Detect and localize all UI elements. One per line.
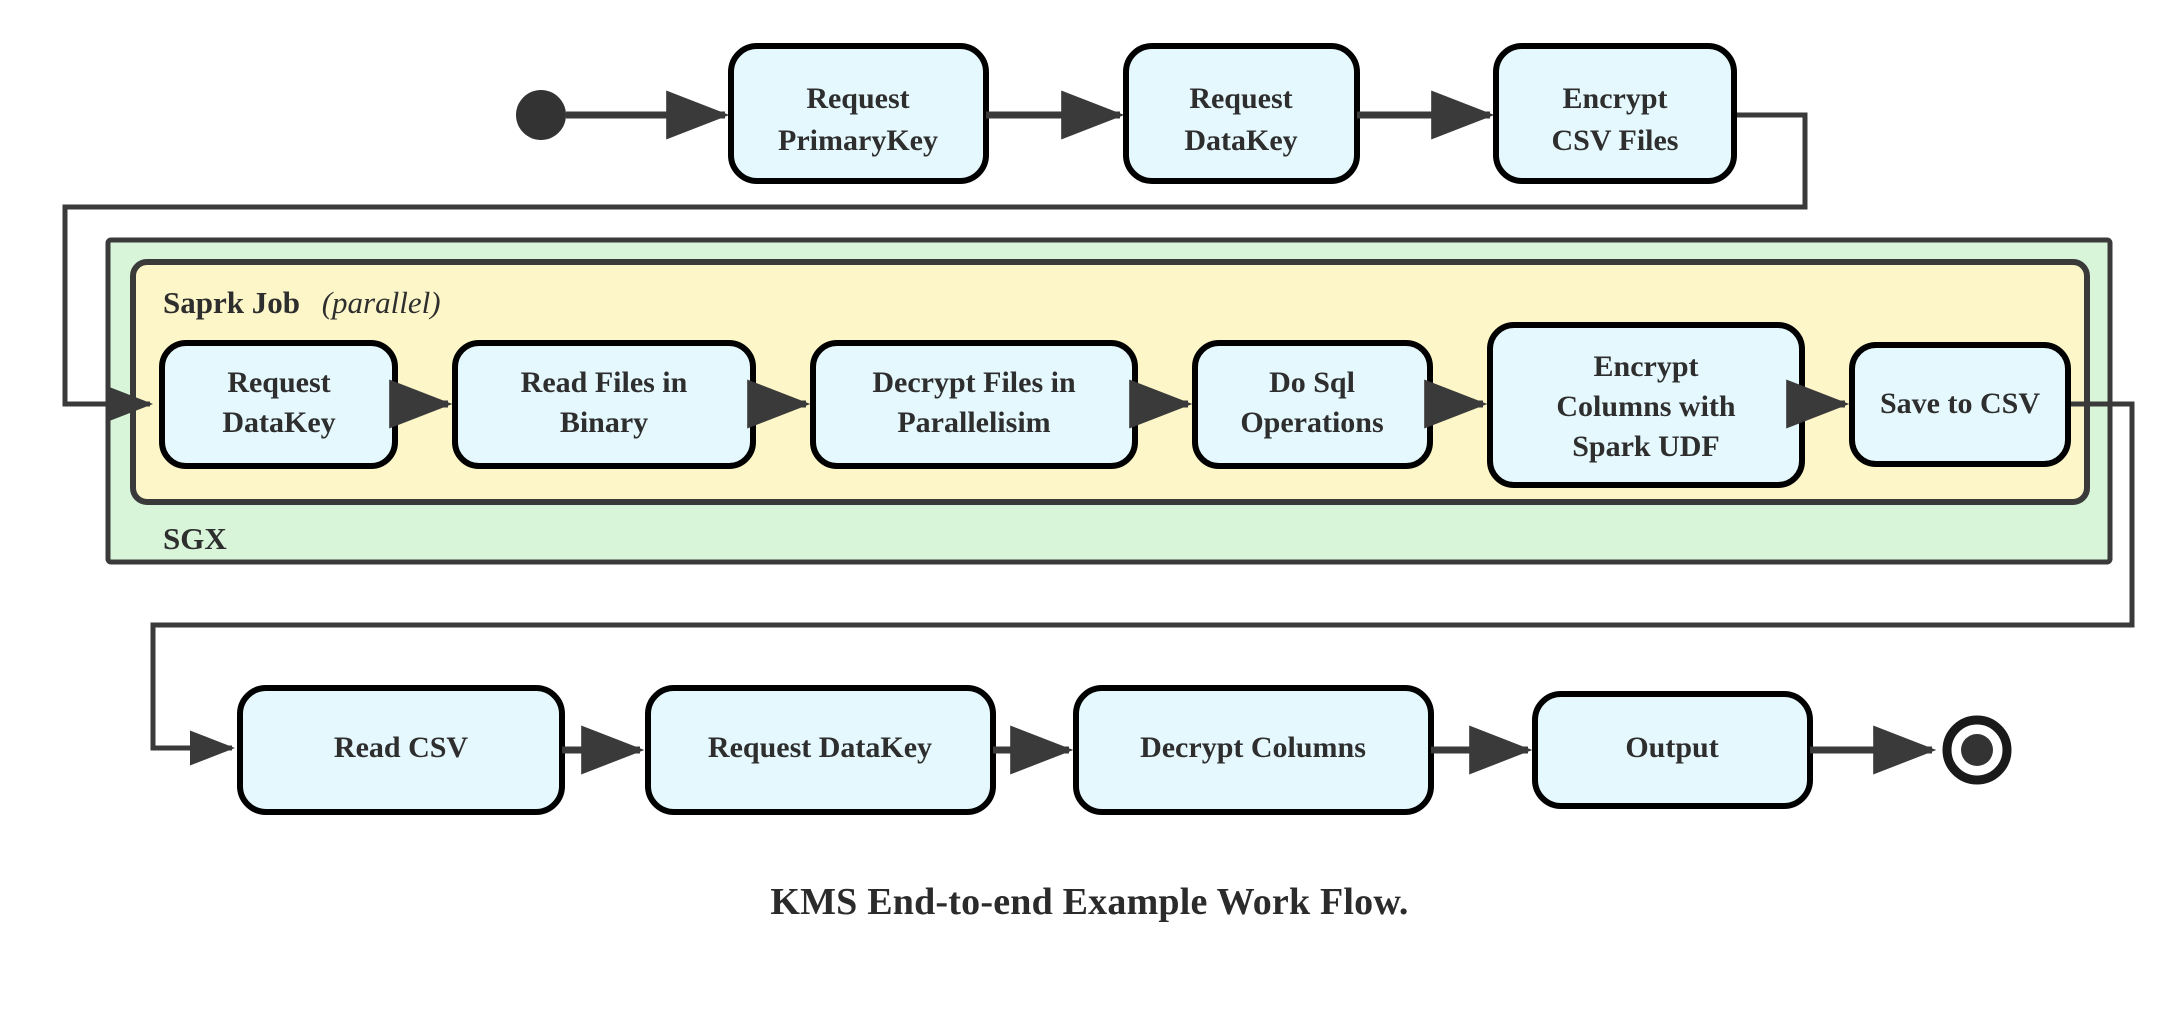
end-node-dot (1961, 734, 1993, 766)
node-request-primarykey-line-0: Request (806, 82, 909, 115)
node-decrypt-files-in-parallelisim-line-0: Decrypt Files in (872, 366, 1076, 399)
node-read-files-in-binary-line-0: Read Files in (521, 366, 688, 399)
node-read-files-in-binary[interactable] (452, 340, 756, 469)
node-decrypt-files-in-parallelisim-line-1: Parallelisim (897, 406, 1050, 439)
sgx-label: SGX (163, 521, 227, 556)
node-request-datakey-spark-line-0: Request (227, 366, 330, 399)
node-request-primarykey-line-1: PrimaryKey (778, 124, 938, 157)
node-encrypt-columns-with-spark-udf-line-2: Spark UDF (1572, 430, 1720, 463)
node-decrypt-columns-line-0: Decrypt Columns (1140, 731, 1366, 764)
start-node (516, 90, 566, 140)
node-encrypt-csv-files[interactable] (1493, 43, 1737, 184)
node-encrypt-columns-with-spark-udf-line-0: Encrypt (1594, 350, 1699, 383)
node-output-line-0: Output (1625, 731, 1718, 764)
node-request-datakey-top-line-1: DataKey (1184, 124, 1297, 157)
node-request-datakey-top-line-0: Request (1189, 82, 1292, 115)
node-request-datakey-spark[interactable] (159, 340, 398, 469)
node-read-csv-line-0: Read CSV (334, 731, 469, 764)
node-encrypt-csv-files-line-1: CSV Files (1552, 124, 1679, 157)
diagram-caption: KMS End-to-end Example Work Flow. (770, 881, 1409, 923)
node-request-datakey-spark-line-1: DataKey (222, 406, 335, 439)
spark-job-label-text: Saprk Job (163, 285, 300, 320)
node-decrypt-files-in-parallelisim[interactable] (810, 340, 1138, 469)
spark-job-label: Saprk Job (parallel) (163, 285, 441, 320)
node-do-sql-operations[interactable] (1192, 340, 1433, 469)
node-do-sql-operations-line-1: Operations (1240, 406, 1383, 439)
edge-save-to-csv-to-read-csv (150, 401, 2135, 766)
spark-job-qualifier: (parallel) (322, 285, 441, 320)
node-save-to-csv[interactable] (1849, 342, 2071, 467)
edge-encrypt-csv-to-spark (62, 112, 1808, 422)
node-save-to-csv-line-0: Save to CSV (1880, 387, 2040, 420)
node-do-sql-operations-line-0: Do Sql (1269, 366, 1355, 399)
node-request-datakey-bottom-line-0: Request DataKey (708, 731, 932, 764)
node-read-files-in-binary-line-1: Binary (560, 406, 648, 439)
node-encrypt-csv-files-line-0: Encrypt (1563, 82, 1668, 115)
node-encrypt-columns-with-spark-udf-line-1: Columns with (1556, 390, 1736, 423)
